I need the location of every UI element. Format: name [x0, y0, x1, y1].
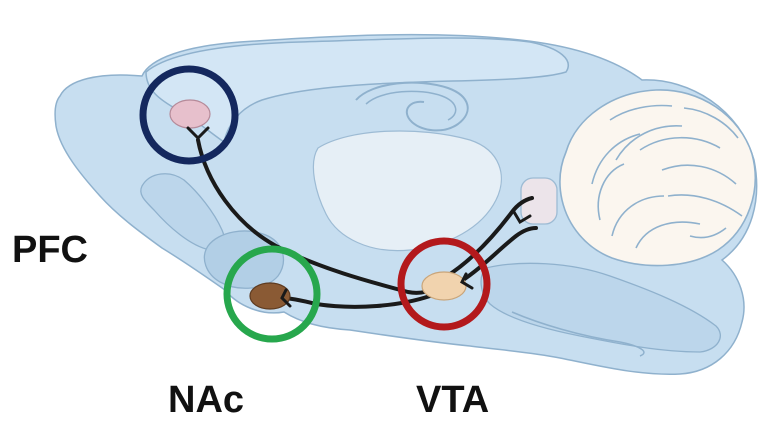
nac-label: NAc: [168, 381, 244, 419]
pfc-label: PFC: [12, 231, 88, 269]
cerebellum: [560, 90, 755, 266]
vta-nucleus: [422, 272, 466, 300]
pfc-nucleus: [170, 100, 210, 128]
vta-label: VTA: [416, 381, 489, 419]
